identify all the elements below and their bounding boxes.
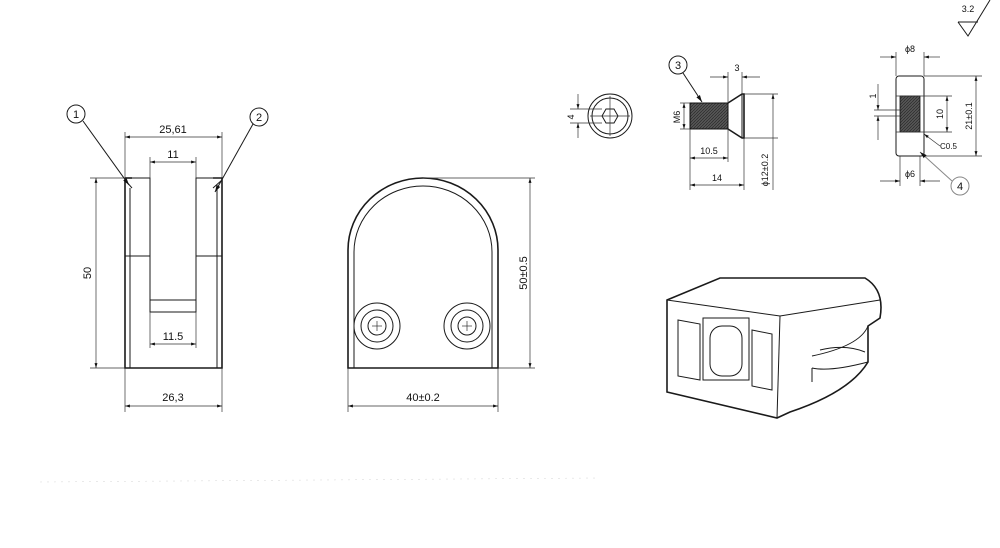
svg-text:3: 3	[734, 63, 739, 73]
svg-text:4: 4	[566, 114, 576, 119]
svg-text:25,61: 25,61	[159, 124, 187, 136]
dim-top-dia: ϕ8	[880, 44, 940, 76]
dim-slot-top: 11	[149, 149, 197, 178]
dim-side-height: 50±0.5	[423, 177, 535, 369]
dim-head-dia: ϕ12±0.2	[744, 93, 778, 190]
svg-text:14: 14	[712, 173, 722, 183]
svg-text:ϕ12±0.2: ϕ12±0.2	[760, 154, 770, 187]
dim-pad-length: 10	[924, 95, 952, 133]
svg-text:1: 1	[868, 93, 878, 98]
dim-total: 21±0.1	[924, 75, 982, 157]
callout-1-label: 1	[73, 109, 79, 121]
screw-end-view	[587, 93, 633, 139]
svg-text:10: 10	[935, 109, 945, 119]
svg-text:ϕ6: ϕ6	[905, 169, 915, 179]
scan-noise	[39, 477, 601, 483]
svg-text:40±0.2: 40±0.2	[406, 392, 440, 404]
dim-thread-length: 10.5	[689, 129, 729, 190]
callout-3: 3	[668, 55, 703, 103]
dim-step: 1	[868, 84, 900, 140]
dim-side-width: 40±0.2	[347, 368, 499, 412]
dim-head: 3	[710, 63, 760, 103]
svg-text:11.5: 11.5	[163, 331, 184, 343]
screw-hole-left	[353, 302, 401, 350]
dim-bottom-width: 26,3	[124, 368, 223, 412]
svg-text:10.5: 10.5	[700, 146, 718, 156]
pad-detail	[895, 75, 925, 157]
roughness-symbol-icon: 3.2	[957, 0, 991, 37]
screw-hole-right	[443, 302, 491, 350]
dim-top-width: 25,61	[124, 124, 223, 178]
callout-4: 4	[919, 151, 970, 196]
isometric-view	[666, 277, 882, 419]
dim-thread: M6	[672, 102, 690, 130]
dim-hex: 4	[566, 94, 602, 138]
svg-text:26,3: 26,3	[162, 392, 183, 404]
screw-side-view	[689, 93, 745, 139]
side-view	[347, 177, 499, 369]
callout-1: 1	[66, 104, 130, 186]
svg-text:4: 4	[957, 181, 963, 193]
svg-text:3.2: 3.2	[962, 4, 975, 14]
svg-text:50: 50	[82, 267, 94, 279]
svg-text:ϕ8: ϕ8	[905, 44, 915, 54]
callout-2-label: 2	[256, 112, 262, 124]
svg-text:C0.5: C0.5	[940, 142, 957, 151]
dim-bottom-dia: ϕ6	[880, 156, 940, 186]
dim-chamfer: C0.5	[923, 133, 957, 151]
dim-slot-bottom: 11.5	[149, 312, 197, 348]
callout-2: 2	[214, 107, 269, 193]
dim-total-length: 14	[690, 138, 745, 190]
svg-text:3: 3	[675, 60, 681, 72]
svg-text:50±0.5: 50±0.5	[518, 256, 530, 290]
svg-text:21±0.1: 21±0.1	[964, 102, 974, 129]
dim-front-height: 50	[82, 177, 125, 369]
svg-text:11: 11	[167, 149, 178, 161]
svg-text:M6: M6	[672, 111, 682, 124]
